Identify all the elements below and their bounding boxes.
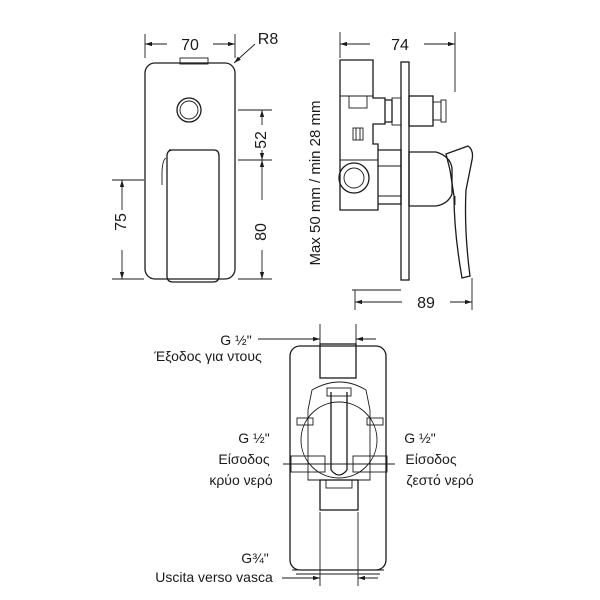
label-outlet-shower: Έξοδος για ντους bbox=[153, 348, 262, 364]
plate-top-notch bbox=[179, 57, 209, 65]
dim-offset-80: 80 bbox=[253, 223, 270, 241]
mixer-lever bbox=[166, 149, 220, 283]
cover-plate bbox=[144, 62, 236, 280]
rear-valve-body bbox=[307, 381, 371, 481]
front-dimensions: 70 R8 75 52 80 bbox=[112, 31, 279, 280]
inlet-round bbox=[338, 162, 370, 194]
diverter-knob bbox=[408, 95, 434, 127]
check-valve bbox=[352, 127, 364, 141]
label-inlet-cold-line2: κρύο νερό bbox=[209, 472, 273, 488]
label-inlet-cold-size: G ½" bbox=[238, 430, 269, 446]
label-outlet-bath: Uscita verso vasca bbox=[155, 569, 273, 585]
label-inlet-hot-line1: Είσοδος bbox=[405, 451, 456, 467]
dim-depth-89: 89 bbox=[417, 295, 435, 312]
escutcheon-shroud bbox=[408, 151, 453, 207]
rear-plate bbox=[289, 345, 387, 571]
lever-profile bbox=[445, 145, 474, 279]
dim-width-70: 70 bbox=[181, 37, 199, 54]
side-dimensions: 74 89 Max 50 mm / min 28 mm bbox=[307, 32, 473, 312]
dim-radius: R8 bbox=[258, 31, 279, 48]
label-inlet-hot-size: G ½" bbox=[404, 430, 435, 446]
diverter-stem bbox=[385, 99, 393, 123]
front-view bbox=[144, 57, 236, 283]
pipe-fitting bbox=[348, 95, 368, 109]
rear-view bbox=[283, 343, 395, 575]
side-view bbox=[338, 59, 474, 281]
label-outlet-bath-size: G¾" bbox=[241, 550, 269, 566]
label-inlet-hot-line2: ζεστό νερό bbox=[406, 472, 473, 488]
label-outlet-shower-size: G ½" bbox=[220, 332, 251, 348]
wall-thickness-range: Max 50 mm / min 28 mm bbox=[307, 100, 324, 265]
mount-tab-right bbox=[366, 417, 384, 426]
label-inlet-cold-line1: Είσοδος bbox=[218, 451, 269, 467]
rear-labels: G ½" Έξοδος για ντους G ½" Είσοδος κρύο … bbox=[153, 324, 474, 586]
mount-tab-left bbox=[296, 417, 314, 426]
dim-height-75: 75 bbox=[113, 213, 130, 231]
outlet-shower-port bbox=[319, 343, 357, 379]
lever-shadow bbox=[161, 157, 167, 185]
rear-body-ring bbox=[300, 401, 378, 479]
valve-body bbox=[339, 59, 386, 211]
wall-plate bbox=[400, 61, 410, 281]
dim-depth-74: 74 bbox=[391, 37, 409, 54]
dim-offset-52: 52 bbox=[253, 131, 270, 149]
diverter-button-inner bbox=[179, 100, 199, 120]
diverter-button bbox=[176, 97, 202, 123]
cartridge bbox=[378, 149, 402, 205]
